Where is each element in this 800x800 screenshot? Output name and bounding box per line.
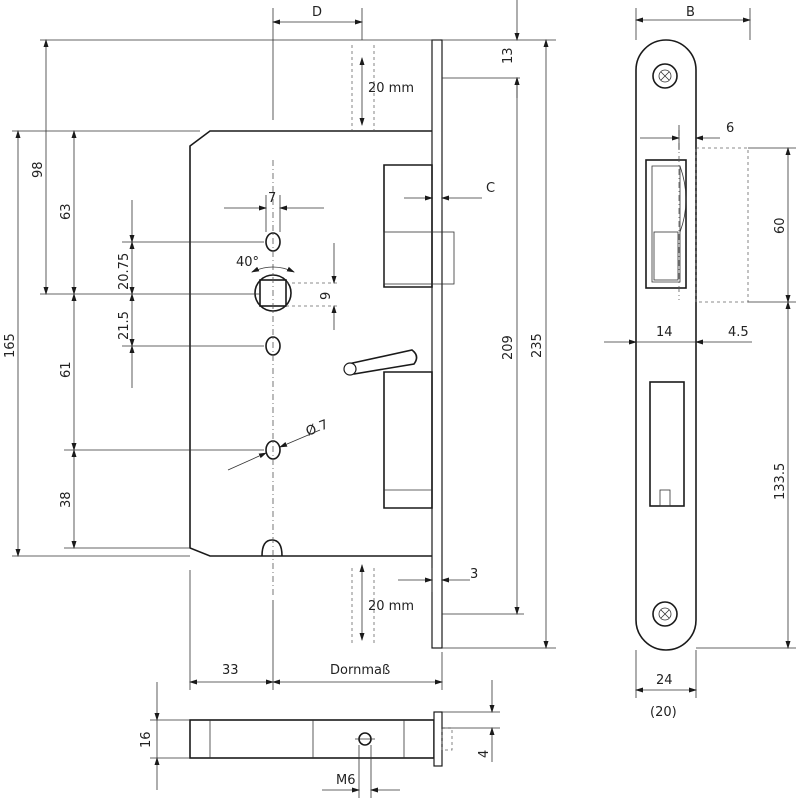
dim-235: 235 bbox=[530, 333, 545, 358]
dim-4-5: 4.5 bbox=[728, 325, 749, 340]
dim-dia-7: Ø 7 bbox=[304, 417, 331, 439]
dim-6: 6 bbox=[726, 121, 734, 136]
dim-4: 4 bbox=[477, 750, 492, 758]
dim-40-deg: 40° bbox=[236, 255, 259, 270]
dim-dornmass: Dornmaß bbox=[330, 663, 390, 678]
dim-14: 14 bbox=[656, 325, 673, 340]
lever-arm bbox=[346, 349, 418, 375]
front-top-screw bbox=[652, 63, 678, 89]
spindle-hub bbox=[254, 274, 292, 312]
dim-D: D bbox=[312, 5, 322, 20]
dim-133-5: 133.5 bbox=[773, 463, 788, 500]
dim-20mm-bottom: 20 mm bbox=[368, 599, 414, 614]
dim-38: 38 bbox=[59, 491, 74, 508]
latch-bolt bbox=[383, 164, 433, 288]
dim-C: C bbox=[486, 181, 495, 196]
dim-m6: M6 bbox=[336, 773, 356, 788]
dim-165: 165 bbox=[3, 333, 18, 358]
dim-B: B bbox=[686, 5, 695, 20]
lock-case-outline bbox=[189, 130, 439, 557]
forend-plate bbox=[431, 39, 443, 649]
dim-209: 209 bbox=[501, 335, 516, 360]
latch-bolt-tongue bbox=[383, 231, 455, 285]
dim-98: 98 bbox=[31, 161, 46, 178]
forend-front-view bbox=[635, 39, 749, 651]
dim-20mm-top: 20 mm bbox=[368, 81, 414, 96]
dim-20-75: 20.75 bbox=[117, 253, 132, 290]
dim-16: 16 bbox=[139, 731, 154, 748]
dim-63: 63 bbox=[59, 203, 74, 220]
dead-bolt bbox=[383, 371, 433, 509]
front-latch-opening bbox=[645, 159, 687, 289]
bottom-case bbox=[189, 719, 435, 759]
bottom-forend bbox=[433, 711, 443, 767]
dim-3: 3 bbox=[470, 567, 478, 582]
dim-33: 33 bbox=[222, 663, 239, 678]
dimensions-front: B 6 60 14 4.5 133.5 24 (20) bbox=[604, 5, 796, 720]
dim-7: 7 bbox=[268, 191, 276, 206]
lock-body-side-view bbox=[189, 39, 455, 649]
lever-pivot bbox=[343, 362, 357, 376]
bottom-notch bbox=[261, 539, 283, 557]
front-plate bbox=[635, 39, 697, 651]
lock-bottom-view: 16 4 M6 bbox=[139, 680, 500, 798]
dim-60: 60 bbox=[773, 217, 788, 234]
dimensions-main: D 13 20 mm 98 63 165 7 20 bbox=[3, 0, 556, 690]
dim-61: 61 bbox=[59, 361, 74, 378]
dim-20-paren: (20) bbox=[650, 705, 677, 720]
front-deadbolt-opening bbox=[649, 381, 685, 507]
dim-9: 9 bbox=[319, 292, 334, 300]
dim-13: 13 bbox=[501, 47, 516, 64]
dim-24: 24 bbox=[656, 673, 673, 688]
dim-21-5: 21.5 bbox=[117, 311, 132, 340]
front-bottom-screw bbox=[652, 601, 678, 627]
